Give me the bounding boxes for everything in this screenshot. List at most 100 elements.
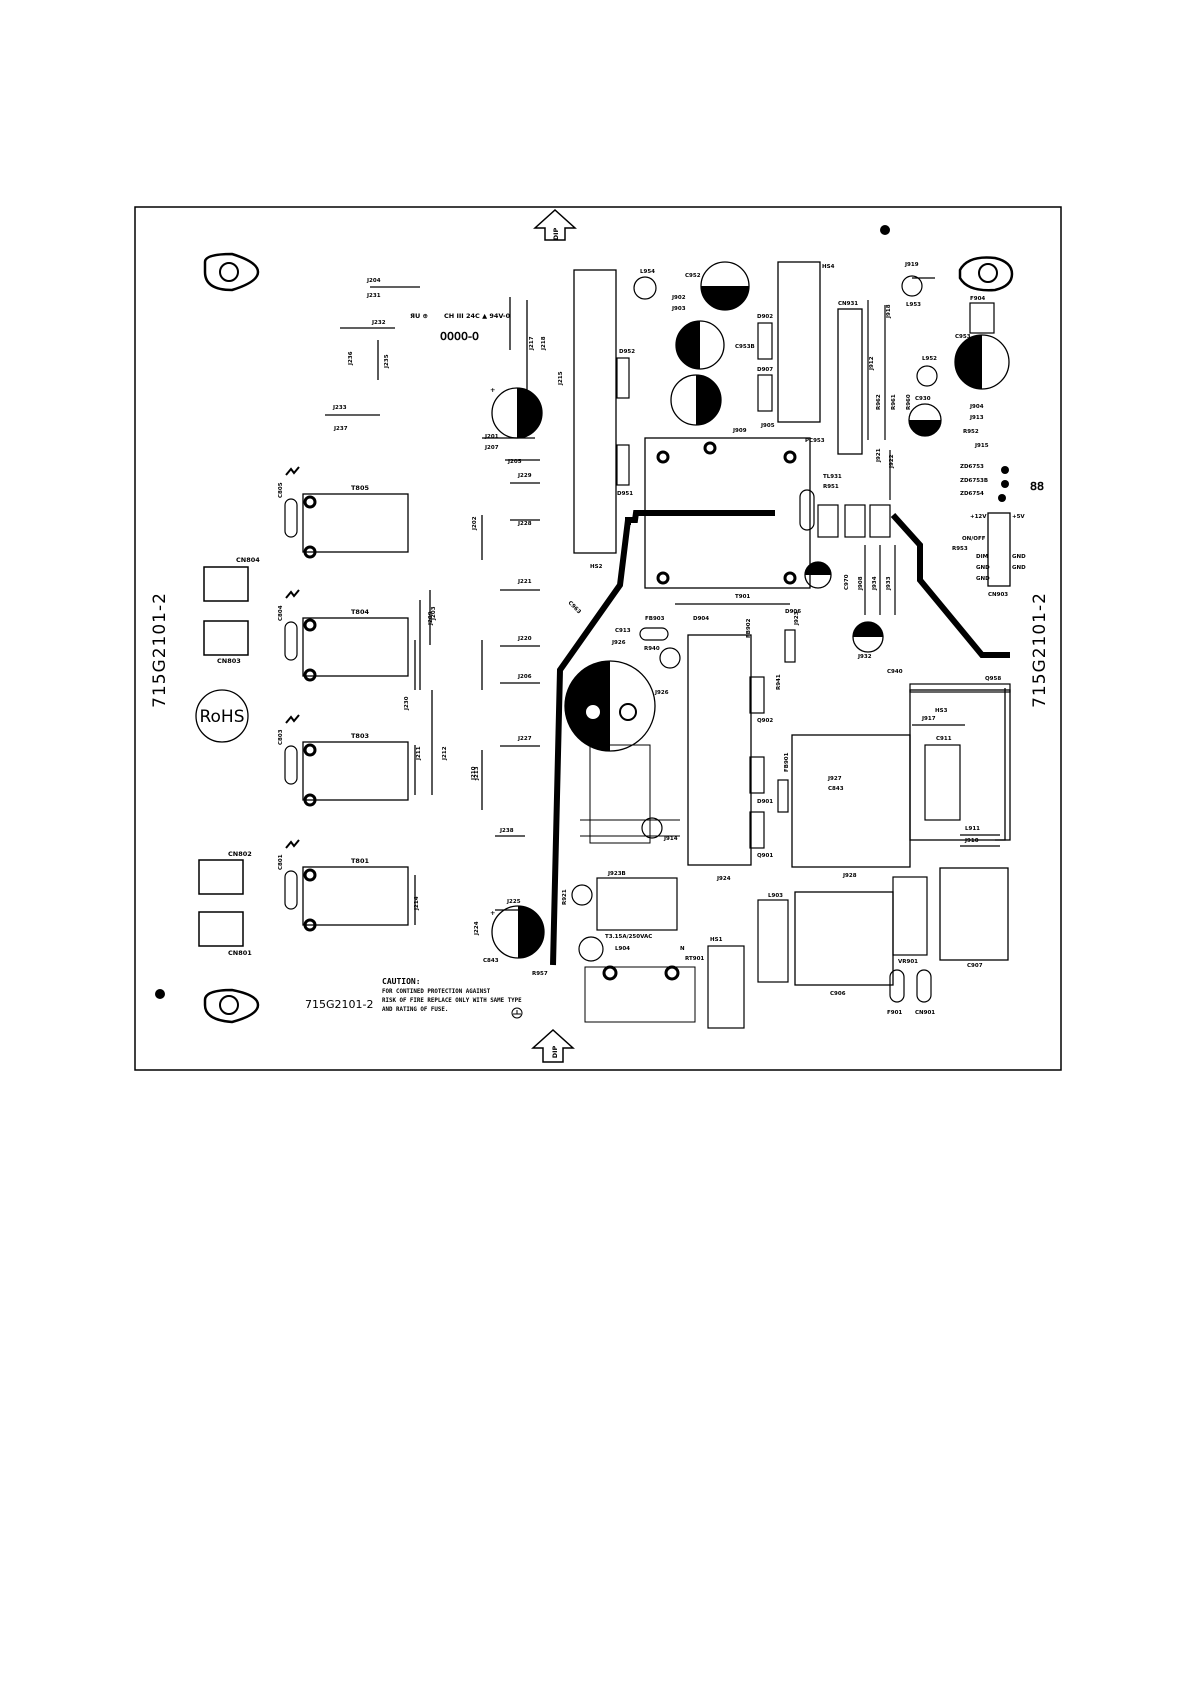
svg-text:R953: R953 — [952, 546, 968, 552]
svg-text:J903: J903 — [671, 306, 686, 312]
svg-text:J933: J933 — [886, 576, 892, 591]
cn903-pin-labels: +12V +5V ON/OFF DIM GND GND GND GND — [962, 514, 1026, 582]
mounting-hole-top-left — [203, 252, 260, 292]
svg-text:J218: J218 — [541, 336, 547, 351]
svg-text:J922: J922 — [889, 454, 895, 469]
svg-text:D906: D906 — [785, 609, 801, 615]
svg-text:HS3: HS3 — [935, 708, 948, 714]
capacitor-c906 — [757, 899, 789, 983]
part-number-right: 715G2101-2 — [1030, 592, 1050, 708]
svg-text:C940: C940 — [887, 669, 903, 675]
svg-text:+5V: +5V — [1012, 514, 1025, 520]
svg-text:J205: J205 — [507, 459, 522, 465]
svg-text:ON/OFF: ON/OFF — [962, 536, 986, 542]
label-t805: T805 — [351, 484, 369, 492]
svg-text:R961: R961 — [891, 394, 897, 410]
trace-main — [625, 510, 775, 525]
inductor-l904 — [707, 945, 745, 1029]
svg-text:J909: J909 — [732, 428, 747, 434]
svg-text:J221: J221 — [517, 579, 532, 585]
svg-text:C963: C963 — [567, 600, 582, 615]
fuse-f901 — [578, 936, 604, 962]
svg-text:HS4: HS4 — [822, 264, 835, 270]
svg-text:GND: GND — [1012, 554, 1026, 560]
connector-cn804 — [203, 566, 249, 602]
dip-label-bottom: DIP — [551, 1045, 559, 1058]
label-cn803: CN803 — [217, 657, 241, 665]
svg-text:J904: J904 — [969, 404, 984, 410]
svg-text:FOR CONTINED PROTECTION AGAINS: FOR CONTINED PROTECTION AGAINST — [382, 989, 491, 995]
svg-text:L911: L911 — [965, 826, 980, 832]
svg-text:L903: L903 — [768, 893, 783, 899]
rohs-text: RoHS — [199, 707, 244, 727]
svg-text:CN901: CN901 — [915, 1010, 935, 1016]
svg-text:J926: J926 — [611, 640, 626, 646]
svg-text:D901: D901 — [757, 799, 773, 805]
capacitor-c931: + — [490, 386, 543, 439]
capacitor-c907 — [892, 876, 928, 956]
svg-text:D902: D902 — [757, 314, 773, 320]
svg-text:J932: J932 — [857, 654, 872, 660]
svg-text:J923B: J923B — [607, 871, 626, 877]
dip-label-top: DIP — [552, 227, 560, 240]
svg-text:F904: F904 — [970, 296, 985, 302]
svg-text:L904: L904 — [615, 946, 630, 952]
svg-text:J229: J229 — [517, 473, 532, 479]
svg-text:C911: C911 — [936, 736, 952, 742]
label-hs2: HS2 — [590, 564, 603, 570]
svg-text:C930: C930 — [915, 396, 931, 402]
svg-text:J902: J902 — [671, 295, 686, 301]
svg-text:J914: J914 — [663, 836, 678, 842]
svg-text:C843: C843 — [828, 786, 844, 792]
svg-text:D951: D951 — [617, 491, 633, 497]
svg-text:ZD6753B: ZD6753B — [960, 478, 988, 484]
photocoupler-pc953 — [844, 504, 866, 538]
capacitor-c911 — [924, 744, 961, 821]
svg-text:J912: J912 — [869, 356, 875, 371]
svg-text:D952: D952 — [619, 349, 635, 355]
svg-text:R960: R960 — [906, 394, 912, 410]
svg-text:CN903: CN903 — [988, 592, 1008, 598]
capacitor-c952 — [700, 261, 750, 311]
transformer-t805: T805 C805 — [278, 466, 409, 559]
svg-text:C913: C913 — [615, 628, 631, 634]
inductor-l911 — [791, 734, 911, 868]
fuse-f904 — [969, 302, 995, 334]
capacitor-c953b — [675, 320, 725, 370]
svg-text:J217: J217 — [529, 336, 535, 351]
svg-text:L952: L952 — [922, 356, 937, 362]
svg-text:RT901: RT901 — [685, 956, 704, 962]
led-1 — [1001, 466, 1009, 474]
svg-text:J908: J908 — [858, 576, 864, 591]
mounting-hole-top-right — [958, 256, 1014, 292]
svg-text:J233: J233 — [332, 405, 347, 411]
led-3 — [998, 494, 1006, 502]
svg-text:J228: J228 — [517, 521, 532, 527]
svg-text:J215: J215 — [558, 371, 564, 386]
svg-text:J928: J928 — [842, 873, 857, 879]
inductor-l954 — [633, 276, 657, 300]
svg-text:C906: C906 — [830, 991, 846, 997]
mounting-hole-bottom-left — [203, 988, 260, 1024]
svg-text:J202: J202 — [472, 516, 478, 531]
svg-text:T901: T901 — [735, 594, 750, 600]
capacitor-c930 — [908, 403, 942, 437]
photocoupler-pc951 — [869, 504, 891, 538]
svg-text:R951: R951 — [823, 484, 839, 490]
svg-text:C843: C843 — [483, 958, 499, 964]
svg-text:DIM: DIM — [976, 554, 988, 560]
caution-note: CAUTION: FOR CONTINED PROTECTION AGAINST… — [382, 977, 522, 1013]
segment-marker: 88 — [1030, 480, 1044, 493]
label-c801: C801 — [278, 854, 284, 870]
svg-text:J926: J926 — [654, 690, 669, 696]
svg-text:J910: J910 — [964, 838, 979, 844]
svg-text:GND: GND — [1012, 565, 1026, 571]
jumper-labels-left: J204 J231 J232 J235 J236 J233 J237 J201 … — [332, 278, 564, 936]
resistor-r921 — [641, 817, 663, 839]
svg-text:J207: J207 — [484, 445, 499, 451]
diode-d952 — [616, 357, 630, 399]
svg-text:J905: J905 — [760, 423, 775, 429]
svg-text:J238: J238 — [499, 828, 514, 834]
dip-arrow-bottom: DIP — [531, 1028, 575, 1063]
svg-text:Q902: Q902 — [757, 718, 773, 724]
